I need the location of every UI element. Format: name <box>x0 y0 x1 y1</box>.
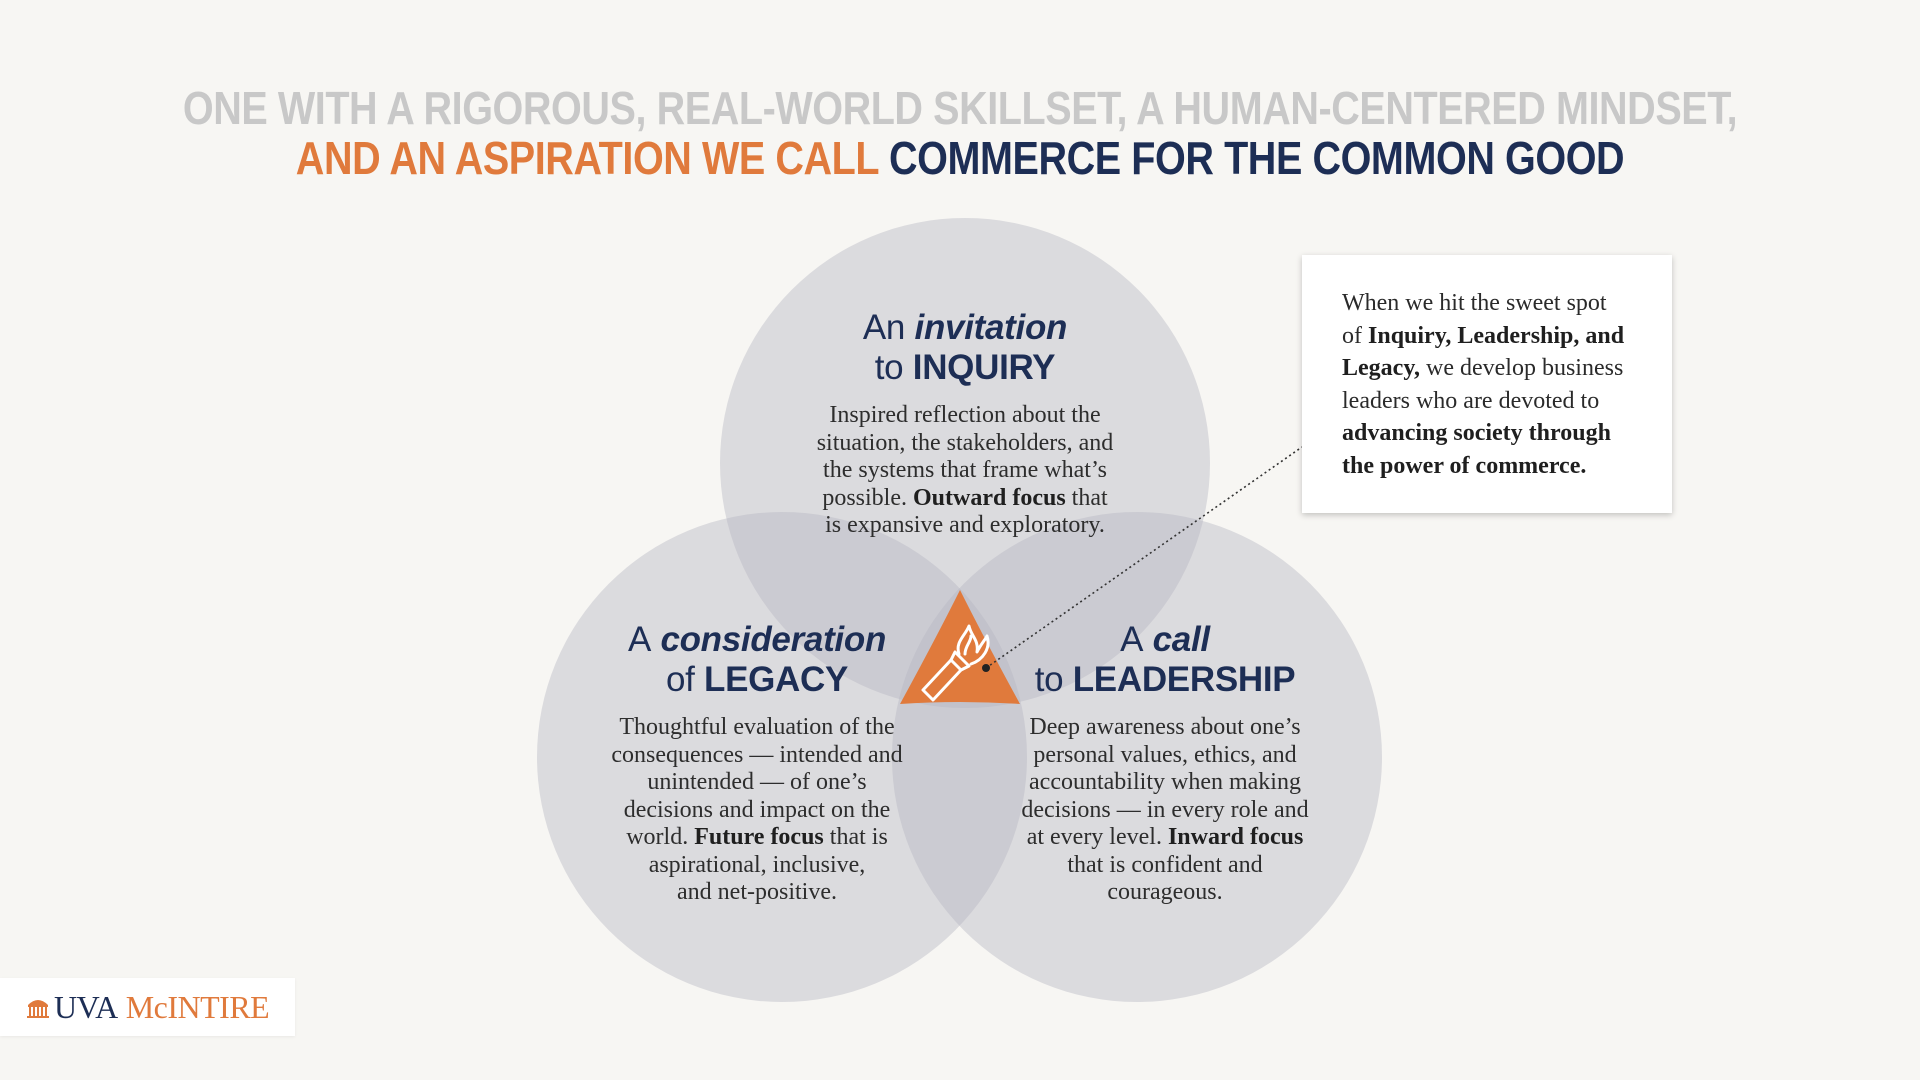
callout-bold-text: advancing society through <box>1342 420 1611 446</box>
leadership-title: A call to LEADERSHIP <box>980 620 1350 700</box>
callout-bold-text: Inquiry, Leadership, and <box>1368 322 1625 349</box>
inquiry-body-line: possible. Outward focus that <box>765 485 1165 513</box>
logo-uva-text: UVA <box>54 988 118 1025</box>
legacy-title-emph: consideration <box>660 620 887 659</box>
inquiry-title-noun: INQUIRY <box>912 348 1056 387</box>
leadership-title-prefix: A <box>1120 620 1144 659</box>
legacy-title: A consideration of LEGACY <box>572 620 942 700</box>
inquiry-text-block: An invitation to INQUIRY Inspired reflec… <box>765 308 1165 540</box>
legacy-body-line: and net-positive. <box>677 879 837 905</box>
inquiry-circle <box>720 218 1210 708</box>
leadership-title-connector: to <box>1034 660 1064 699</box>
rotunda-icon <box>27 1000 49 1018</box>
callout-line: When we hit the sweet spot <box>1342 290 1607 316</box>
legacy-body-line: aspirational, inclusive, <box>648 851 866 878</box>
inquiry-body-line: Inspired reflection about the <box>829 402 1101 428</box>
leadership-title-emph: call <box>1152 620 1210 659</box>
headline-navy-text: COMMERCE FOR THE COMMON GOOD <box>889 132 1625 184</box>
inquiry-body-text: possible. <box>822 484 907 511</box>
leadership-inward-focus: Inward focus <box>1167 824 1304 850</box>
callout-text: of <box>1342 322 1362 349</box>
legacy-future-focus: Future focus <box>694 824 824 850</box>
legacy-body-line: consequences — intended and <box>611 741 903 768</box>
leadership-circle <box>892 512 1382 1002</box>
inquiry-title-prefix: An <box>862 308 906 347</box>
leadership-body-text: at every level. <box>1026 824 1162 850</box>
inquiry-body: Inspired reflection about the situation,… <box>765 402 1165 540</box>
callout-line: leaders who are devoted to <box>1342 387 1600 414</box>
legacy-title-connector: of <box>665 660 695 699</box>
leadership-body-line: decisions — in every role and <box>1021 796 1309 823</box>
callout-pointer-line <box>985 446 1303 669</box>
leadership-body-line: that is confident and <box>1067 851 1263 878</box>
headline-line-2: AND AN ASPIRATION WE CALL COMMERCE FOR T… <box>134 133 1785 183</box>
leadership-body-line: Deep awareness about one’s <box>1029 714 1301 740</box>
inquiry-body-text: that <box>1071 484 1108 511</box>
headline-orange-text: AND AN ASPIRATION WE CALL <box>295 132 879 184</box>
inquiry-title-emph: invitation <box>914 308 1068 347</box>
inquiry-outward-focus: Outward focus <box>913 484 1066 511</box>
inquiry-body-line: the systems that frame what’s <box>823 457 1107 483</box>
leadership-body-line: accountability when making <box>1029 769 1301 795</box>
leadership-body-line: personal values, ethics, and <box>1033 741 1297 768</box>
leadership-text-block: A call to LEADERSHIP Deep awareness abou… <box>980 620 1350 907</box>
torch-icon <box>921 624 990 702</box>
callout-line: of Inquiry, Leadership, and <box>1342 320 1642 353</box>
callout-line: the power of commerce. <box>1342 450 1642 483</box>
legacy-title-prefix: A <box>627 620 651 659</box>
sweet-spot-center <box>900 590 1020 704</box>
headline-line-1: ONE WITH A RIGOROUS, REAL-WORLD SKILLSET… <box>182 82 1738 134</box>
logo-mcintire-text: McINTIRE <box>125 988 270 1025</box>
leadership-body-line: at every level. Inward focus <box>980 824 1350 852</box>
sweet-spot-callout: When we hit the sweet spot of Inquiry, L… <box>1302 255 1672 513</box>
leadership-body-line: courageous. <box>1107 879 1223 905</box>
legacy-body-text: that is <box>829 824 888 850</box>
inquiry-body-line: situation, the stakeholders, and <box>816 429 1114 456</box>
legacy-text-block: A consideration of LEGACY Thoughtful eva… <box>572 620 942 907</box>
callout-line: Legacy, we develop business <box>1342 352 1642 385</box>
callout-pointer-dot <box>982 664 990 672</box>
callout-text: we develop business <box>1426 355 1624 381</box>
leadership-title-noun: LEADERSHIP <box>1072 660 1296 699</box>
legacy-body: Thoughtful evaluation of the consequence… <box>572 714 942 907</box>
uva-mcintire-logo: UVA McINTIRE <box>0 978 295 1036</box>
legacy-body-line: unintended — of one’s <box>647 769 867 795</box>
inquiry-title-connector: to <box>874 348 904 387</box>
callout-bold-text: Legacy, <box>1342 355 1420 381</box>
legacy-circle <box>537 512 1027 1002</box>
inquiry-body-line: is expansive and exploratory. <box>825 512 1105 538</box>
legacy-body-line: world. Future focus that is <box>572 824 942 852</box>
leadership-body: Deep awareness about one’s personal valu… <box>980 714 1350 907</box>
callout-bold-text: the power of commerce. <box>1342 452 1587 479</box>
legacy-body-line: decisions and impact on the <box>623 796 891 823</box>
callout-line: advancing society through <box>1342 417 1642 450</box>
legacy-body-line: Thoughtful evaluation of the <box>619 714 895 740</box>
legacy-title-noun: LEGACY <box>703 660 849 699</box>
inquiry-title: An invitation to INQUIRY <box>765 308 1165 388</box>
legacy-body-text: world. <box>626 824 689 850</box>
